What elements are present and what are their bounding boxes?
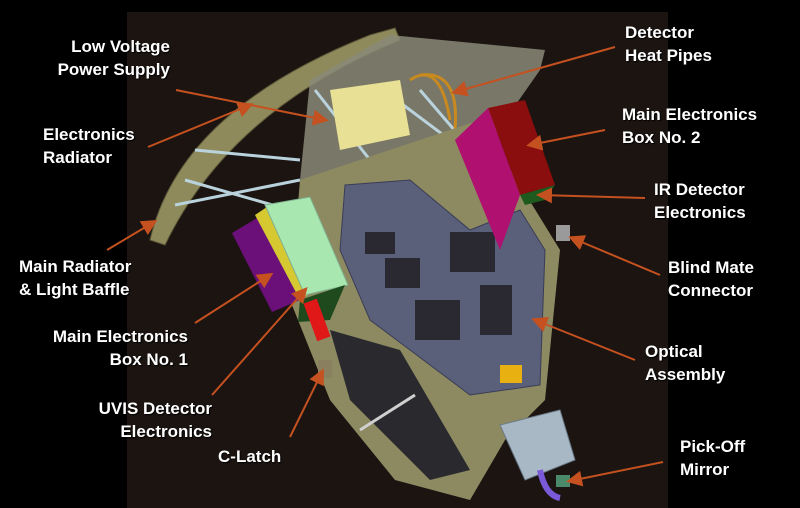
label-line: Main Radiator xyxy=(19,257,132,276)
label-line: Radiator xyxy=(43,148,112,167)
arrow-main-radiator xyxy=(106,219,158,251)
label-line: Blind Mate xyxy=(668,258,754,277)
label-main-electronics-box-2: Main Electronics Box No. 2 xyxy=(622,103,757,149)
arrow-pickoff xyxy=(566,461,664,487)
label-line: Main Electronics xyxy=(622,105,758,124)
pickoff-housing xyxy=(499,409,576,481)
label-line: Pick-Off xyxy=(680,437,746,456)
detector-heat-pipes xyxy=(409,73,458,131)
arrow-c-latch xyxy=(289,368,324,438)
label-ir-detector-electronics: IR Detector Electronics xyxy=(654,178,746,224)
label-line: Main Electronics xyxy=(52,327,188,346)
arrow-optical xyxy=(531,317,636,361)
c-latch-rod xyxy=(359,393,416,432)
label-low-voltage-power-supply: Low Voltage Power Supply xyxy=(40,35,170,81)
arrow-meb2 xyxy=(526,129,606,151)
label-line: Mirror xyxy=(680,460,730,479)
optical-bench-cutouts xyxy=(365,232,512,340)
label-line: IR Detector xyxy=(654,180,745,199)
label-uvis-detector-electronics: UVIS Detector Electronics xyxy=(52,397,212,443)
label-detector-heat-pipes: Detector Heat Pipes xyxy=(625,21,712,67)
label-main-radiator: Main Radiator & Light Baffle xyxy=(19,255,131,301)
label-blind-mate-connector: Blind Mate Connector xyxy=(668,256,754,302)
red-panel xyxy=(303,298,331,342)
pick-off-mirror xyxy=(556,475,570,487)
arrow-heat-pipes xyxy=(451,46,616,97)
arrow-meb1 xyxy=(194,272,274,324)
label-line: Electronics xyxy=(120,422,212,441)
label-line: Connector xyxy=(668,281,753,300)
label-line: Box No. 1 xyxy=(109,350,188,369)
label-main-electronics-box-1: Main Electronics Box No. 1 xyxy=(28,325,188,371)
yellow-component xyxy=(500,365,522,383)
label-optical-assembly: Optical Assembly xyxy=(645,340,725,386)
label-line: Heat Pipes xyxy=(625,46,712,65)
label-line: Electronics xyxy=(654,203,746,222)
label-line: Box No. 2 xyxy=(622,128,701,147)
label-line: C-Latch xyxy=(218,447,282,466)
low-voltage-power-supply xyxy=(330,80,410,150)
label-line: & Light Baffle xyxy=(19,280,130,299)
meb1-green xyxy=(264,196,349,296)
label-pick-off-mirror: Pick-Off Mirror xyxy=(680,435,745,481)
blind-mate-connector xyxy=(556,225,570,241)
arrow-uvis xyxy=(211,287,308,396)
label-line: Electronics xyxy=(43,125,135,144)
meb2-side xyxy=(455,108,520,250)
label-line: Low Voltage xyxy=(71,37,170,56)
label-c-latch: C-Latch xyxy=(218,445,281,468)
label-electronics-radiator: Electronics Radiator xyxy=(43,123,135,169)
label-line: Optical xyxy=(645,342,703,361)
label-line: Assembly xyxy=(645,365,726,384)
label-line: Power Supply xyxy=(57,60,170,79)
pickoff-arm xyxy=(537,469,561,501)
main-electronics-box-2 xyxy=(488,100,555,195)
arrow-ir xyxy=(536,187,646,204)
label-line: Detector xyxy=(625,23,694,42)
main-electronics-box-1 xyxy=(232,215,300,312)
label-line: UVIS Detector xyxy=(98,399,212,418)
arrow-electronics-radiator xyxy=(147,102,254,148)
arrow-blind-mate xyxy=(568,235,661,276)
